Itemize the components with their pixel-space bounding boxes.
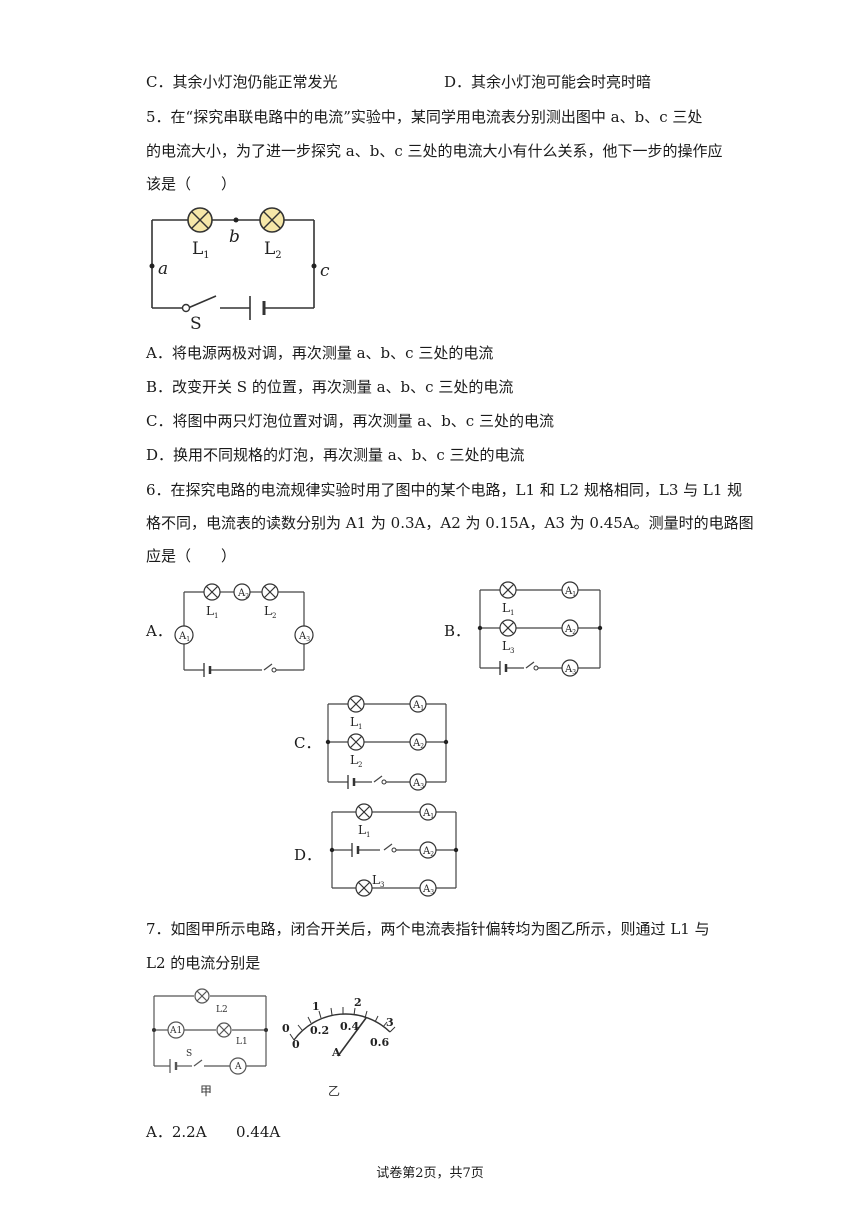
svg-text:2: 2 [354, 996, 362, 1009]
svg-text:L3: L3 [372, 873, 384, 889]
lamp-l2-icon [259, 207, 285, 233]
q6-label-c: C． [294, 734, 321, 752]
page-footer: 试卷第2页，共7页 [376, 1166, 484, 1181]
q5-option-a: A．将电源两极对调，再次测量 a、b、c 三处的电流 [146, 344, 494, 362]
q5-option-d: D．换用不同规格的灯泡，再次测量 a、b、c 三处的电流 [146, 446, 525, 464]
q6-circuit-a-diagram: A2 A1 A3 L1 L2 [174, 583, 314, 677]
svg-text:L1: L1 [358, 823, 370, 839]
svg-text:A1: A1 [412, 700, 424, 712]
svg-text:A2: A2 [564, 624, 576, 636]
q7-fig-jia-caption: 甲 [200, 1084, 212, 1098]
svg-text:A2: A2 [237, 588, 249, 600]
q5-label-s: S [190, 314, 202, 334]
svg-text:L2: L2 [264, 604, 276, 620]
svg-text:1: 1 [312, 1000, 320, 1013]
q6-circuit-d-diagram: A1 A2 A3 L1 L3 [329, 803, 459, 897]
point-c-dot [311, 263, 317, 269]
q6-stem-line-3: 应是（ ） [146, 547, 237, 565]
q7-fig-yi-caption: 乙 [328, 1084, 340, 1098]
svg-text:L1: L1 [502, 601, 514, 617]
q4-option-d: D．其余小灯泡可能会时亮时暗 [444, 73, 652, 91]
svg-text:L1: L1 [350, 715, 362, 731]
q5-label-a: a [158, 259, 168, 279]
svg-text:A1: A1 [564, 586, 576, 598]
q7-circuit-jia-diagram: L2 L1 A1 A S 甲 [152, 988, 268, 1098]
q5-series-circuit-diagram: L1 L2 b a c S [149, 207, 330, 334]
q7-stem-line-2: L2 的电流分别是 [146, 954, 261, 972]
svg-text:0.2: 0.2 [310, 1024, 329, 1037]
svg-text:A3: A3 [412, 778, 424, 790]
svg-text:L2: L2 [350, 753, 362, 769]
q5-option-c: C．将图中两只灯泡位置对调，再次测量 a、b、c 三处的电流 [146, 412, 554, 430]
svg-text:L2: L2 [216, 1005, 228, 1015]
ammeter-needle [337, 1017, 367, 1057]
q5-label-b: b [229, 227, 240, 247]
q6-label-b: B． [444, 622, 471, 640]
q6-circuit-c-diagram: A1 A2 A3 L1 L2 [325, 695, 449, 791]
q5-stem-line-3: 该是（ ） [146, 175, 237, 193]
svg-text:L3: L3 [502, 639, 514, 655]
q6-label-d: D． [294, 846, 322, 864]
point-a-dot [149, 263, 155, 269]
svg-text:A2: A2 [422, 846, 434, 858]
q6-circuit-b-diagram: A1 A2 A3 L1 L3 [477, 581, 603, 677]
q5-stem-line-2: 的电流大小，为了进一步探究 a、b、c 三处的电流大小有什么关系，他下一步的操作… [146, 142, 723, 160]
svg-text:0: 0 [292, 1038, 300, 1051]
svg-text:A1: A1 [178, 631, 190, 643]
q5-option-b: B．改变开关 S 的位置，再次测量 a、b、c 三处的电流 [146, 378, 514, 396]
q7-stem-line-1: 7．如图甲所示电路，闭合开关后，两个电流表指针偏转均为图乙所示，则通过 L1 与 [146, 920, 710, 938]
svg-text:A1: A1 [422, 808, 434, 820]
q4-option-c: C．其余小灯泡仍能正常发光 [146, 73, 338, 91]
point-b-dot [233, 217, 239, 223]
battery-icon [249, 296, 266, 320]
q6-label-a: A． [146, 622, 172, 640]
svg-text:A3: A3 [564, 664, 576, 676]
svg-text:0.4: 0.4 [340, 1020, 359, 1033]
q5-label-l1: L1 [192, 239, 210, 261]
q7-option-a-first: A．2.2A [146, 1123, 207, 1141]
svg-text:L1: L1 [206, 604, 218, 620]
svg-text:A: A [234, 1062, 242, 1072]
q7-ammeter-dial-diagram: 0 1 2 3 0 0.2 0.4 0.6 A 乙 [282, 996, 396, 1098]
lamp-l1-icon [187, 207, 213, 233]
svg-text:A2: A2 [412, 738, 424, 750]
svg-text:A1: A1 [169, 1026, 182, 1036]
svg-text:A: A [331, 1046, 341, 1059]
q5-stem-line-1: 5．在“探究串联电路中的电流”实验中，某同学用电流表分别测出图中 a、b、c 三… [146, 108, 703, 126]
q6-stem-line-1: 6．在探究电路的电流规律实验时用了图中的某个电路，L1 和 L2 规格相同，L3… [146, 481, 743, 499]
svg-text:0: 0 [282, 1022, 290, 1035]
svg-text:3: 3 [386, 1016, 394, 1029]
svg-text:S: S [186, 1049, 192, 1059]
q6-stem-line-2: 格不同，电流表的读数分别为 A1 为 0.3A，A2 为 0.15A，A3 为 … [146, 514, 754, 532]
svg-text:A3: A3 [298, 631, 310, 643]
q7-option-a-second: 0.44A [236, 1123, 281, 1141]
svg-text:0.6: 0.6 [370, 1036, 389, 1049]
q5-label-l2: L2 [264, 239, 282, 261]
svg-text:L1: L1 [236, 1037, 248, 1047]
svg-text:A3: A3 [422, 884, 434, 896]
q5-label-c: c [320, 261, 330, 281]
switch-s-icon [181, 303, 191, 313]
